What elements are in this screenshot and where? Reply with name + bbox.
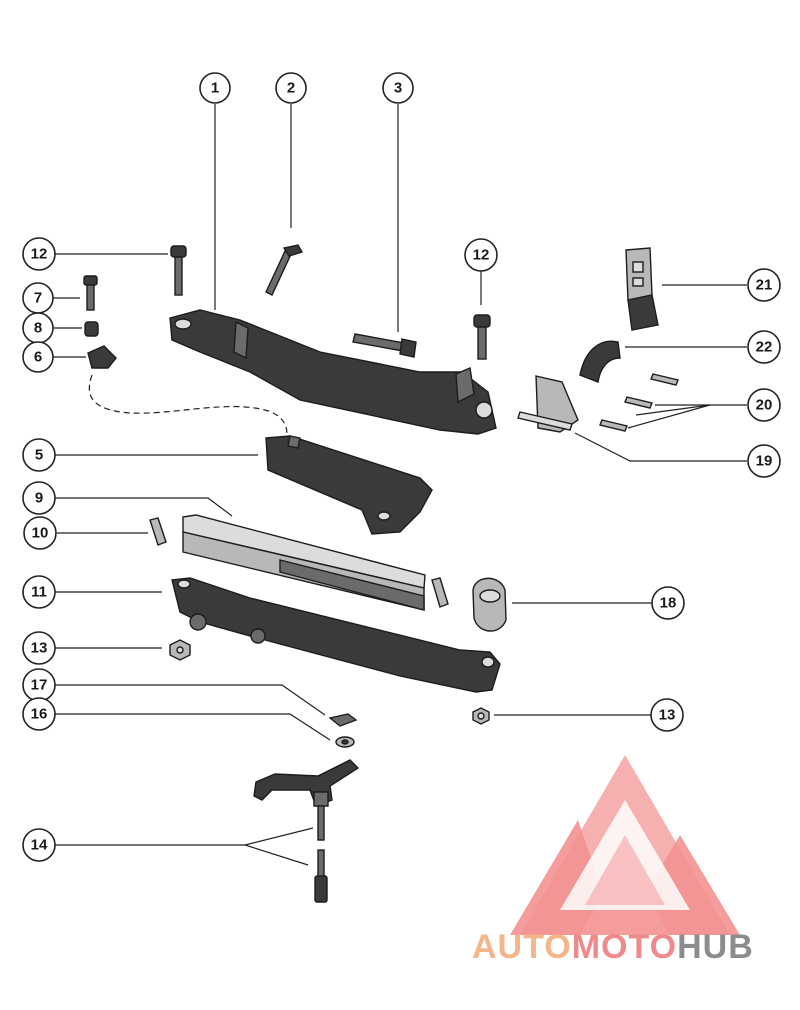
part-1-bracket	[169, 309, 497, 435]
callout-18-label: 18	[660, 595, 677, 612]
callout-19: 19	[747, 444, 781, 478]
callout-21-label: 21	[756, 277, 773, 294]
callout-13-right-label: 13	[659, 707, 676, 724]
callout-7: 7	[22, 282, 54, 314]
part-22-clip	[579, 340, 621, 383]
callout-10: 10	[23, 516, 57, 550]
callout-21: 21	[747, 268, 781, 302]
part-2-bolt	[265, 244, 304, 296]
part-5-slider	[265, 435, 433, 535]
watermark-part-auto: AUTO	[472, 928, 572, 966]
callout-22-label: 22	[756, 339, 773, 356]
callout-1: 1	[199, 72, 231, 104]
callout-12-left-label: 12	[31, 246, 48, 263]
part-13-nut-right	[472, 707, 490, 725]
callout-9: 9	[22, 481, 56, 515]
part-8-nut	[84, 321, 99, 337]
part-18-bushing	[472, 577, 507, 632]
watermark-logo	[510, 755, 740, 935]
part-6-clip	[87, 345, 117, 369]
callout-6-label: 6	[34, 349, 42, 366]
callout-17-label: 17	[31, 677, 48, 694]
callout-16-label: 16	[31, 706, 48, 723]
part-10-pad-right	[431, 577, 449, 608]
part-9-rail	[182, 514, 426, 611]
part-14-shift-lever	[253, 759, 360, 903]
callout-11: 11	[22, 575, 56, 609]
callout-13-left: 13	[22, 631, 56, 665]
callout-17: 17	[22, 668, 56, 702]
callout-20: 20	[747, 388, 781, 422]
leader-lines	[53, 104, 747, 866]
callout-22: 22	[747, 330, 781, 364]
callout-8-label: 8	[34, 320, 42, 337]
callout-10-label: 10	[32, 525, 49, 542]
part-10-pad-left	[149, 517, 167, 546]
part-12-screw-left	[170, 245, 187, 296]
watermark-part-moto: MOTO	[572, 928, 677, 966]
callout-2-label: 2	[287, 80, 295, 97]
part-21-plate	[625, 247, 659, 331]
callout-2: 2	[275, 72, 307, 104]
callout-8: 8	[22, 312, 54, 344]
part-11-lower-bracket	[171, 577, 501, 693]
part-20-pins	[599, 373, 679, 432]
part-19-bracket	[517, 375, 579, 433]
callout-13-left-label: 13	[31, 640, 48, 657]
callout-12-right-label: 12	[473, 247, 490, 264]
callout-13-right: 13	[650, 698, 684, 732]
watermark-text: AUTOMOTOHUB	[472, 928, 754, 966]
callout-12-left: 12	[22, 237, 56, 271]
callout-9-label: 9	[35, 490, 43, 507]
callout-16: 16	[22, 697, 56, 731]
callout-12-right: 12	[464, 238, 498, 272]
callout-19-label: 19	[756, 453, 773, 470]
callout-6: 6	[22, 341, 54, 373]
callout-3-label: 3	[394, 80, 402, 97]
callout-14: 14	[22, 828, 56, 862]
callout-7-label: 7	[34, 290, 42, 307]
part-7-screw	[83, 275, 98, 311]
callout-3: 3	[382, 72, 414, 104]
part-16-washer	[335, 736, 355, 748]
callout-5-label: 5	[35, 447, 43, 464]
part-3-bolt	[352, 333, 417, 358]
callout-18: 18	[651, 586, 685, 620]
callout-5: 5	[22, 438, 56, 472]
part-13-nut-left	[169, 639, 191, 661]
callout-1-label: 1	[211, 80, 219, 97]
callout-11-label: 11	[31, 584, 47, 601]
watermark-part-hub: HUB	[677, 928, 754, 966]
part-17-clip	[328, 713, 358, 727]
callout-20-label: 20	[756, 397, 773, 414]
callout-14-label: 14	[31, 837, 48, 854]
part-12-screw-right	[473, 314, 491, 360]
